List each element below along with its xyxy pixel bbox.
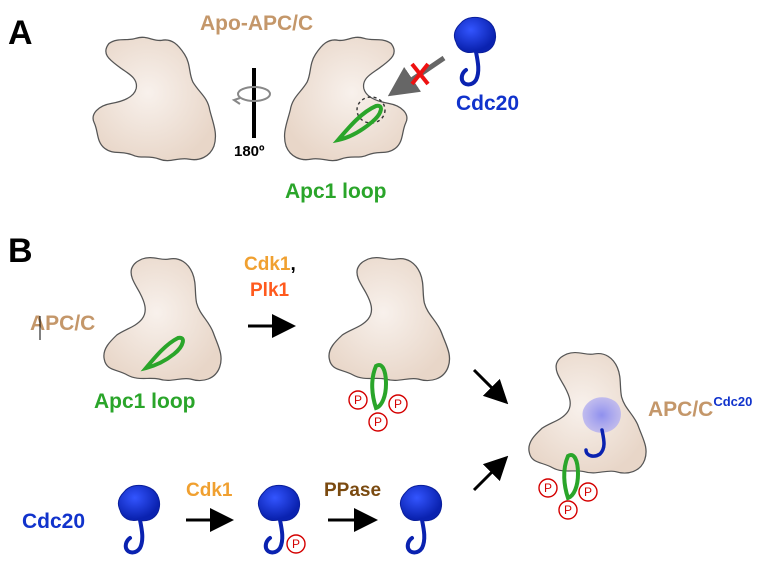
apc-complex-b-middle (328, 256, 451, 382)
cdc20-label-a: Cdc20 (456, 92, 519, 115)
apc1-loop-label-b: Apc1 loop (94, 390, 196, 413)
phospho-sites-middle: P P P (348, 390, 408, 432)
apo-apc-label: Apo-APC/C (200, 12, 313, 35)
cdc20-subunit-active (398, 483, 444, 555)
apc-label-b: APC/C (30, 312, 95, 335)
cdc20-subunit-a (452, 15, 498, 87)
rotation-label: 180º (234, 143, 265, 160)
kinase-label: Cdk1, (244, 254, 296, 275)
converge-arrow-top (472, 368, 509, 405)
apc-complex-a-right (283, 36, 408, 162)
phospho-p: P (292, 537, 300, 551)
phospho-p: P (354, 393, 362, 407)
ppase-label: PPase (324, 480, 381, 501)
phospho-p: P (394, 397, 402, 411)
phospho-p: P (374, 415, 382, 429)
phospho-sites-complex: P P P (538, 478, 598, 520)
apc1-loop-b (140, 335, 185, 372)
cdk1-label-b: Cdk1 (186, 480, 233, 501)
panel-b-letter: B (8, 232, 33, 270)
cdc20-subunit-start (116, 483, 162, 555)
apc-complex-a-left (92, 36, 217, 162)
phospho-p: P (584, 485, 592, 499)
cdc20-bound-subunit (582, 397, 621, 458)
rotation-axis-icon (231, 68, 271, 138)
apc-cdc20-superscript: Cdc20 (713, 394, 752, 409)
phospho-p: P (544, 481, 552, 495)
apc1-loop-a (332, 103, 383, 144)
cdc20-label-b: Cdc20 (22, 510, 85, 533)
converge-arrow-bottom (472, 455, 509, 492)
kinase-cdk1: Cdk1 (244, 254, 291, 275)
apc1-loop-phospho (370, 363, 389, 411)
apc-cdc20-label: APC/CCdc20 (648, 394, 752, 421)
kinase-plk1: Plk1 (250, 280, 290, 301)
apc1-loop-label-a: Apc1 loop (285, 180, 387, 203)
phospho-p: P (564, 503, 572, 517)
panel-a-letter: A (8, 14, 33, 52)
binding-site-outline (356, 96, 386, 124)
apc1-loop-complex (562, 453, 581, 501)
block-x-icon (410, 62, 430, 86)
phospho-site-cdc20 (286, 534, 306, 554)
